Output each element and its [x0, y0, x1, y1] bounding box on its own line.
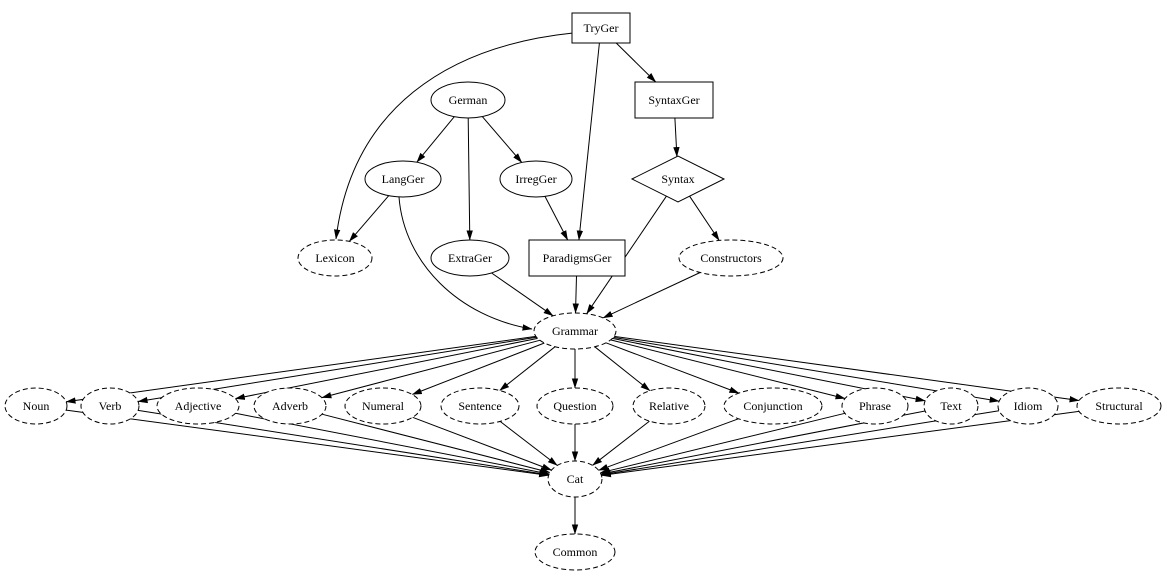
edge-Noun-Cat	[66, 409, 549, 478]
node-German: German	[430, 81, 506, 119]
node-Lexicon: Lexicon	[297, 239, 373, 277]
node-label-Adjective: Adjective	[175, 399, 222, 413]
node-label-Conjunction: Conjunction	[743, 399, 802, 413]
node-label-German: German	[449, 93, 488, 107]
edge-ParadigmsGer-Grammar	[572, 275, 579, 314]
node-Grammar: Grammar	[533, 312, 617, 350]
node-Conjunction: Conjunction	[723, 387, 823, 425]
edge-Constructors-Grammar	[602, 272, 701, 319]
edge-German-IrregGer	[481, 116, 523, 163]
edge-Relative-Cat	[592, 420, 650, 466]
edge-Structural-Cat	[601, 410, 1079, 478]
node-Noun: Noun	[4, 387, 68, 425]
node-Verb: Verb	[80, 387, 140, 425]
node-label-Numeral: Numeral	[362, 399, 405, 413]
edge-Syntax-Constructors	[689, 195, 720, 241]
edge-Grammar-Relative	[594, 346, 651, 392]
node-label-Phrase: Phrase	[859, 399, 891, 413]
edge-Numeral-Cat	[412, 416, 552, 471]
node-Question: Question	[536, 387, 614, 425]
edge-Sentence-Cat	[499, 421, 558, 466]
node-label-Constructors: Constructors	[700, 251, 762, 265]
edge-Idiom-Cat	[600, 410, 1000, 477]
node-TryGer: TryGer	[571, 12, 631, 44]
node-label-LangGer: LangGer	[382, 172, 425, 186]
node-Common: Common	[534, 533, 616, 571]
node-label-Structural: Structural	[1095, 399, 1143, 413]
node-label-Noun: Noun	[23, 399, 50, 413]
edge-Grammar-Numeral	[411, 342, 545, 395]
edge-Grammar-Idiom	[613, 336, 1000, 403]
node-Idiom: Idiom	[997, 387, 1059, 425]
edge-Phrase-Cat	[599, 412, 846, 474]
node-label-Verb: Verb	[99, 399, 122, 413]
edge-LangGer-Lexicon	[348, 195, 390, 242]
edge-TryGer-SyntaxGer	[615, 42, 657, 83]
node-label-Text: Text	[940, 399, 962, 413]
node-label-Idiom: Idiom	[1014, 399, 1043, 413]
edge-Syntax-Grammar	[586, 195, 667, 315]
edge-TryGer-Lexicon	[333, 32, 574, 240]
edge-Conjunction-Cat	[598, 418, 739, 471]
node-IrregGer: IrregGer	[499, 160, 573, 198]
node-Numeral: Numeral	[344, 387, 422, 425]
node-Syntax: Syntax	[630, 155, 726, 203]
node-Structural: Structural	[1076, 387, 1162, 425]
node-label-ExtraGer: ExtraGer	[448, 251, 492, 265]
node-Sentence: Sentence	[440, 387, 520, 425]
node-label-Syntax: Syntax	[661, 172, 694, 186]
node-Cat: Cat	[547, 460, 603, 498]
node-SyntaxGer: SyntaxGer	[634, 81, 714, 119]
edge-LangGer-Grammar	[398, 196, 533, 331]
node-Adverb: Adverb	[253, 387, 327, 425]
edge-German-ExtraGer	[466, 117, 473, 241]
node-ParadigmsGer: ParadigmsGer	[528, 239, 626, 277]
node-label-ParadigmsGer: ParadigmsGer	[543, 251, 612, 265]
edge-Grammar-Conjunction	[605, 342, 740, 394]
node-label-Adverb: Adverb	[272, 399, 308, 413]
node-label-IrregGer: IrregGer	[515, 172, 556, 186]
node-label-Question: Question	[553, 399, 596, 413]
node-Relative: Relative	[632, 387, 706, 425]
node-label-TryGer: TryGer	[584, 21, 619, 35]
node-label-Sentence: Sentence	[458, 399, 501, 413]
edge-German-LangGer	[416, 116, 455, 163]
node-Text: Text	[923, 387, 979, 425]
node-ExtraGer: ExtraGer	[430, 239, 510, 277]
node-Phrase: Phrase	[841, 387, 909, 425]
edge-IrregGer-ParadigmsGer	[544, 196, 569, 241]
edge-ExtraGer-Grammar	[491, 272, 554, 317]
node-Constructors: Constructors	[678, 239, 784, 277]
edge-Grammar-Sentence	[499, 346, 556, 391]
node-label-SyntaxGer: SyntaxGer	[648, 93, 699, 107]
node-label-Common: Common	[553, 545, 598, 559]
node-label-Cat: Cat	[567, 472, 584, 486]
edge-Grammar-Noun	[65, 335, 536, 404]
edge-SyntaxGer-Syntax	[673, 117, 680, 158]
node-label-Lexicon: Lexicon	[315, 251, 354, 265]
node-LangGer: LangGer	[364, 160, 442, 198]
edge-Grammar-Adverb	[321, 339, 540, 399]
node-label-Grammar: Grammar	[552, 324, 598, 338]
edge-TryGer-ParadigmsGer	[576, 42, 600, 241]
node-label-Relative: Relative	[649, 399, 689, 413]
edge-Grammar-Structural	[614, 335, 1080, 403]
edge-Adverb-Cat	[321, 413, 551, 474]
node-Adjective: Adjective	[156, 387, 240, 425]
edge-Grammar-Phrase	[610, 339, 846, 400]
